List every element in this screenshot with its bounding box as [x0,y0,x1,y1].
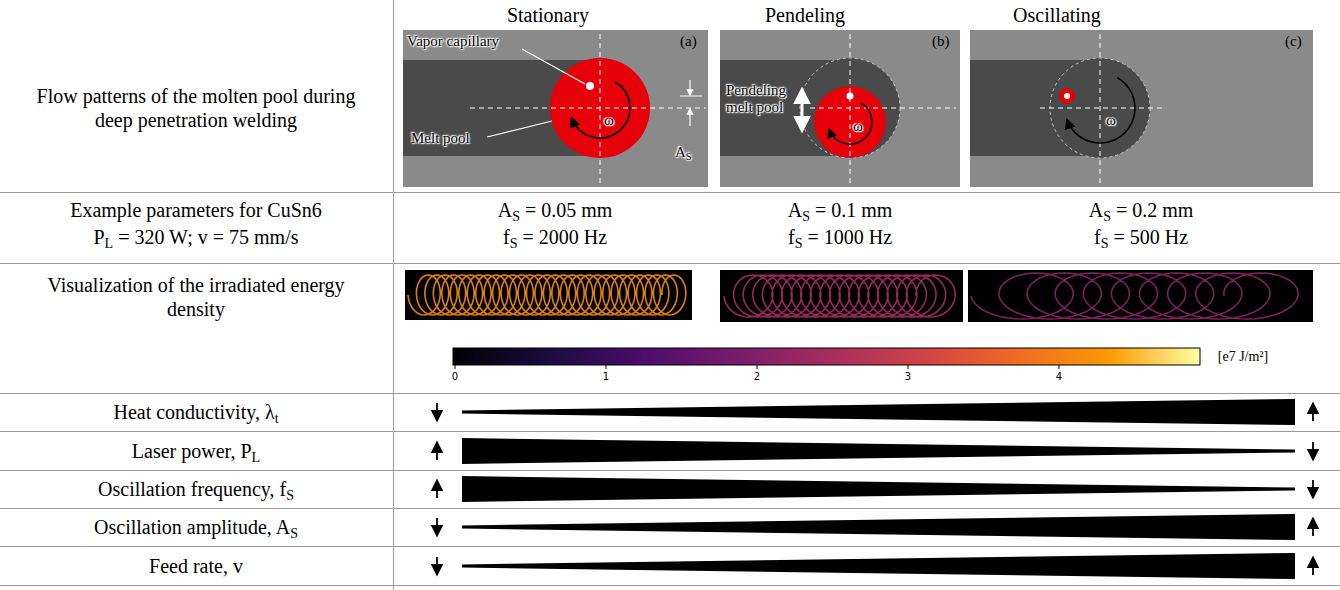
table-cell: Oscillation frequency, fS [6,477,386,501]
tick-label: 4 [1044,371,1074,383]
panel-annotation: ω [604,112,614,129]
scan-path [971,273,1298,319]
table-cell: Flow patterns of the molten pool during … [31,84,361,132]
oscillating-panel [970,30,1313,187]
panel-letter: (b) [932,33,950,50]
trend-wedges [462,399,1295,579]
table-cell: fS = 1000 Hz [725,225,955,249]
table-cell: Laser power, PL [6,439,386,463]
scan-path [724,275,955,317]
panel-annotation: Pendeling melt pool [726,82,802,117]
tick-label: 0 [440,371,470,383]
table-cell: Heat conductivity, λt [6,400,386,424]
table-cell: PL = 320 W; v = 75 mm/s [21,225,371,249]
panel-annotation: AS [675,144,692,161]
panel-annotation: Melt pool [411,130,470,147]
panel-letter: (a) [680,33,697,50]
table-cell: AS = 0.1 mm [725,198,955,222]
table-cell: fS = 500 Hz [976,225,1306,249]
colorbar [453,348,1200,369]
stationary-panel [403,30,708,187]
panel-annotation: Vapor capillary [407,33,499,50]
flow-pattern-panel: (b) Pendeling melt pool ω [720,30,960,187]
table-cell: Oscillation amplitude, AS [6,515,386,539]
table-cell: Visualization of the irradiated energy d… [36,273,356,321]
panel-annotation: ω [853,118,863,135]
column-header: Oscillating [957,3,1157,27]
energy-density-images [405,270,1313,322]
column-header: Stationary [448,3,648,27]
table-cell: Feed rate, v [6,554,386,578]
trend-arrows [437,403,1313,575]
tick-label: 1 [591,371,621,383]
table-cell: [e7 J/m²] [1203,349,1283,366]
column-header: Pendeling [705,3,905,27]
table-cell: AS = 0.05 mm [415,198,695,222]
panel-letter: (c) [1285,33,1302,50]
flow-pattern-panel: (c) ω [970,30,1313,187]
scan-path [408,275,686,315]
flow-pattern-panel: (a) Vapor capillaryMelt pool ωAS [403,30,708,187]
table-cell: Example parameters for CuSn6 [21,198,371,222]
table-cell: fS = 2000 Hz [415,225,695,249]
pendeling-panel [720,30,960,187]
panel-annotation: ω [1106,112,1116,129]
tick-label: 3 [893,371,923,383]
table-cell: AS = 0.2 mm [976,198,1306,222]
tick-label: 2 [742,371,772,383]
